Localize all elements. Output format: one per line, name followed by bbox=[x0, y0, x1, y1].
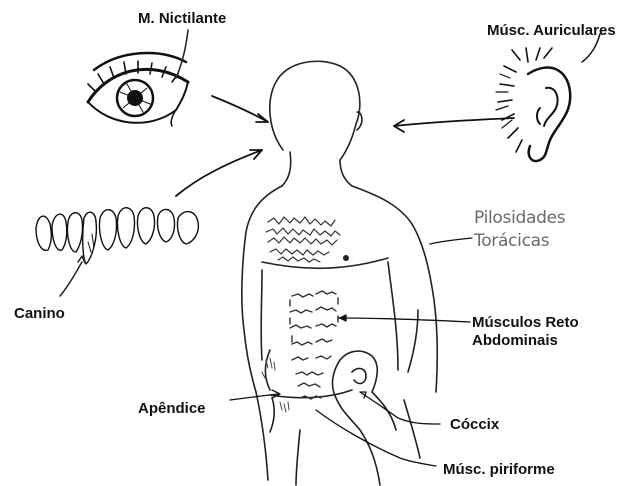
eye-drawing bbox=[88, 53, 188, 126]
label-thoracic-hair-line2: Torácicas bbox=[474, 231, 549, 251]
ear-drawing bbox=[496, 34, 600, 161]
label-rectus-abdominis-line2: Abdominais bbox=[472, 332, 558, 349]
label-nictitating-membrane: M. Nictilante bbox=[138, 10, 226, 27]
label-auricular-muscles: Músc. Auriculares bbox=[487, 22, 616, 39]
label-piriformis: Músc. piriforme bbox=[443, 461, 555, 478]
teeth-drawing bbox=[36, 208, 198, 264]
label-thoracic-hair-line1: Pilosidades bbox=[474, 208, 565, 228]
arrows bbox=[176, 96, 514, 196]
label-rectus-abdominis-line1: Músculos Reto bbox=[472, 314, 579, 331]
rectus-abdominis bbox=[290, 291, 338, 399]
chest-hair bbox=[266, 217, 340, 262]
label-appendix: Apêndice bbox=[138, 400, 206, 417]
label-coccyx: Cóccix bbox=[450, 416, 499, 433]
label-canine: Canino bbox=[14, 305, 65, 322]
